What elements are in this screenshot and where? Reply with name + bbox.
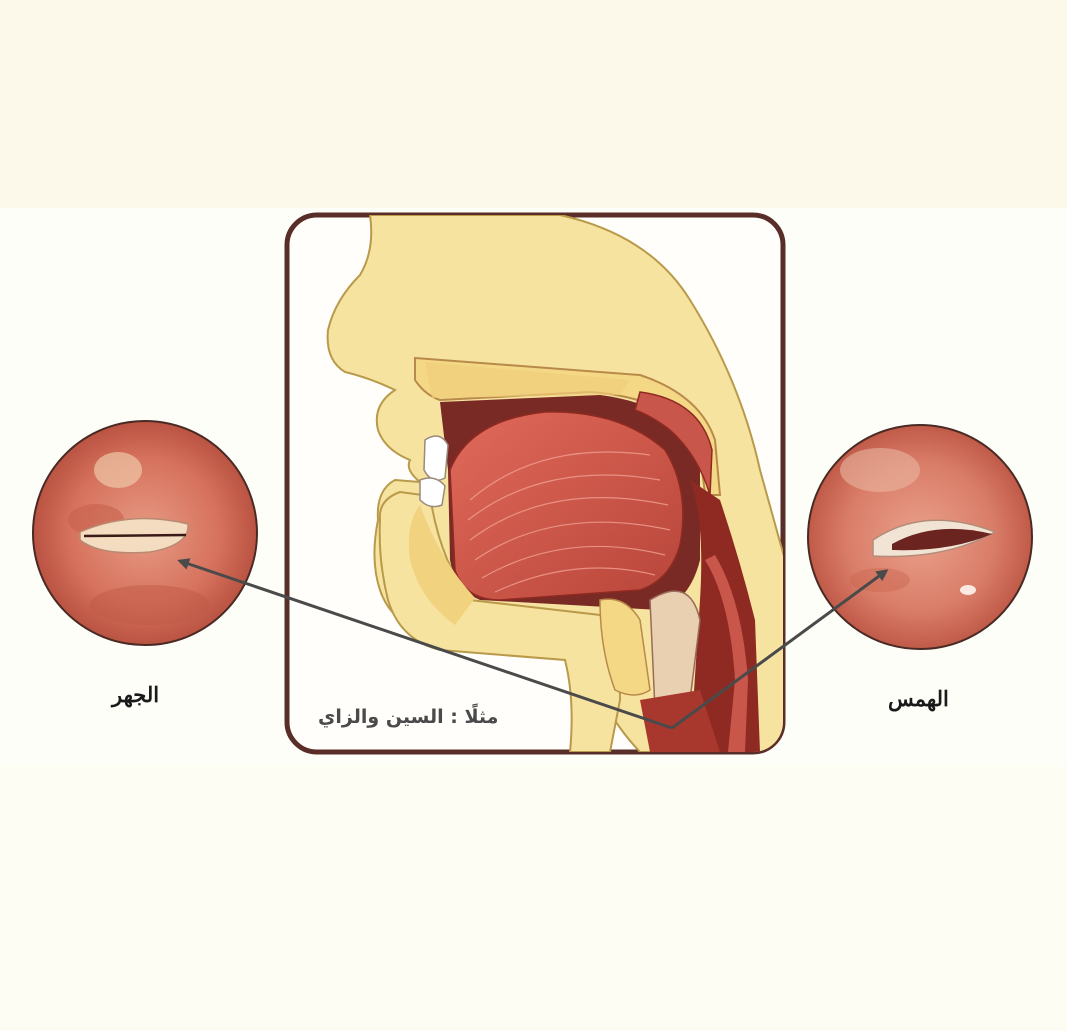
example-caption: مثلًا : السين والزاي: [318, 706, 499, 728]
whispered-label: الهمس: [888, 686, 949, 711]
background-top-band: [0, 0, 1067, 208]
voiced-label: الجهر: [112, 682, 160, 707]
voiced-vocal-folds-view: [32, 420, 258, 646]
arrow-to-whispered: [671, 569, 889, 730]
whispered-vocal-folds-view: [807, 424, 1033, 650]
head-cross-section: [326, 215, 783, 752]
arrow-to-voiced: [177, 558, 673, 730]
pointer-arrows: [177, 558, 889, 730]
background-bottom-band: [0, 766, 1067, 1031]
anatomy-frame: [284, 212, 786, 755]
